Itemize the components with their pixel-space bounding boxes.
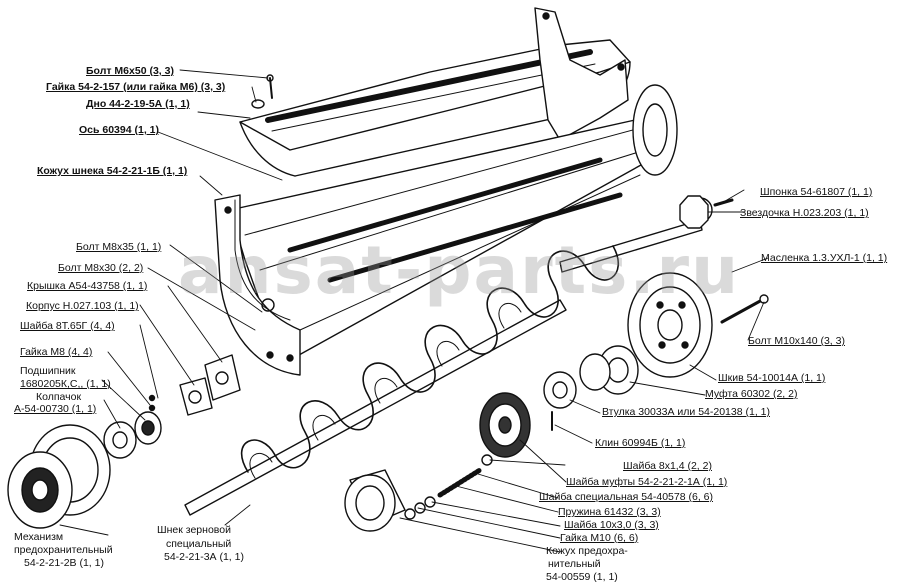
label-shayba-mufty: Шайба муфты 54-2-21-2-1А (1, 1)	[566, 476, 728, 488]
clutch-disc	[479, 392, 531, 458]
bolt-m10x140	[720, 294, 769, 324]
label-pruzhina: Пружина 61432 (3, 3)	[558, 506, 661, 518]
trough-bottom	[239, 39, 631, 177]
label-korpus: Корпус Н.027.103 (1, 1)	[26, 300, 139, 312]
label-bolt-m8x30: Болт М8х30 (2, 2)	[58, 262, 144, 274]
upper-bracket	[534, 7, 629, 141]
label-shkiv: Шкив 54-10014А (1, 1)	[718, 372, 826, 384]
label-gayka-m10: Гайка М10 (6, 6)	[560, 532, 639, 544]
watermark: ansat-parts.ru	[178, 232, 741, 309]
auger-housing	[214, 84, 678, 376]
label-kozhukh-pred-line2: нительный	[548, 558, 601, 570]
label-kolpachok-line1: Колпачок	[36, 391, 82, 403]
auger-screw	[184, 245, 619, 516]
label-kozhukh-shneka: Кожух шнека 54-2-21-1Б (1, 1)	[37, 165, 188, 177]
spring-set	[404, 454, 493, 520]
label-shayba-8x14: Шайба 8х1,4 (2, 2)	[623, 460, 712, 472]
label-shayba-10x3: Шайба 10х3,0 (3, 3)	[564, 519, 659, 531]
label-shponka: Шпонка 54-61807 (1, 1)	[760, 186, 873, 198]
label-bolt-m10x140: Болт М10х140 (3, 3)	[748, 335, 845, 347]
label-mekhanizm-line2: предохранительный	[14, 544, 113, 556]
bolt-m6x50	[251, 74, 274, 109]
label-shayba-spec: Шайба специальная 54-40578 (6, 6)	[539, 491, 713, 503]
label-shayba-8t65g: Шайба 8Т.65Г (4, 4)	[20, 320, 115, 332]
label-shnek-line1: Шнек зерновой	[157, 524, 231, 536]
label-bolt-m6x50: Болт М6х50 (3, 3)	[86, 65, 174, 77]
label-kolpachok-line2: А-54-00730 (1, 1)	[14, 403, 97, 415]
label-klin: Клин 60994Б (1, 1)	[595, 437, 686, 449]
label-kozhukh-pred-line3: 54-00559 (1, 1)	[546, 571, 618, 583]
label-dno: Дно 44-2-19-5А (1, 1)	[86, 98, 190, 110]
label-gayka-m8: Гайка М8 (4, 4)	[20, 346, 93, 358]
cap-bearing-set	[103, 354, 241, 459]
safety-mechanism	[7, 424, 111, 529]
label-shnek-line3: 54-2-21-3А (1, 1)	[164, 551, 244, 563]
label-mufta: Муфта 60302 (2, 2)	[705, 388, 798, 400]
label-mekhanizm-line1: Механизм	[14, 531, 64, 543]
label-kryshka: Крышка А54-43758 (1, 1)	[27, 280, 148, 292]
label-zvezdochka: Звездочка Н.023.203 (1, 1)	[740, 207, 869, 219]
safety-cover	[344, 469, 406, 532]
pulley	[627, 272, 713, 378]
label-gayka-54-2-157: Гайка 54-2-157 (или гайка М6) (3, 3)	[46, 81, 226, 93]
label-os: Ось 60394 (1, 1)	[79, 124, 160, 136]
coupling	[543, 345, 639, 431]
label-kozhukh-pred-line1: Кожух предохра-	[546, 545, 628, 557]
label-podshipnik-line2: 1680205К,С,, (1, 1)	[20, 378, 111, 390]
label-mekhanizm-line3: 54-2-21-2В (1, 1)	[24, 557, 104, 569]
label-bolt-m8x35: Болт М8х35 (1, 1)	[76, 241, 162, 253]
leader-lines	[59, 69, 769, 553]
label-shnek-line2: специальный	[166, 538, 232, 550]
sprocket	[679, 195, 709, 229]
label-vtulka: Втулка 30033А или 54-20138 (1, 1)	[602, 406, 770, 418]
label-maslenka: Масленка 1.3.УХЛ-1 (1, 1)	[761, 252, 888, 264]
label-podshipnik-line1: Подшипник	[20, 365, 76, 377]
